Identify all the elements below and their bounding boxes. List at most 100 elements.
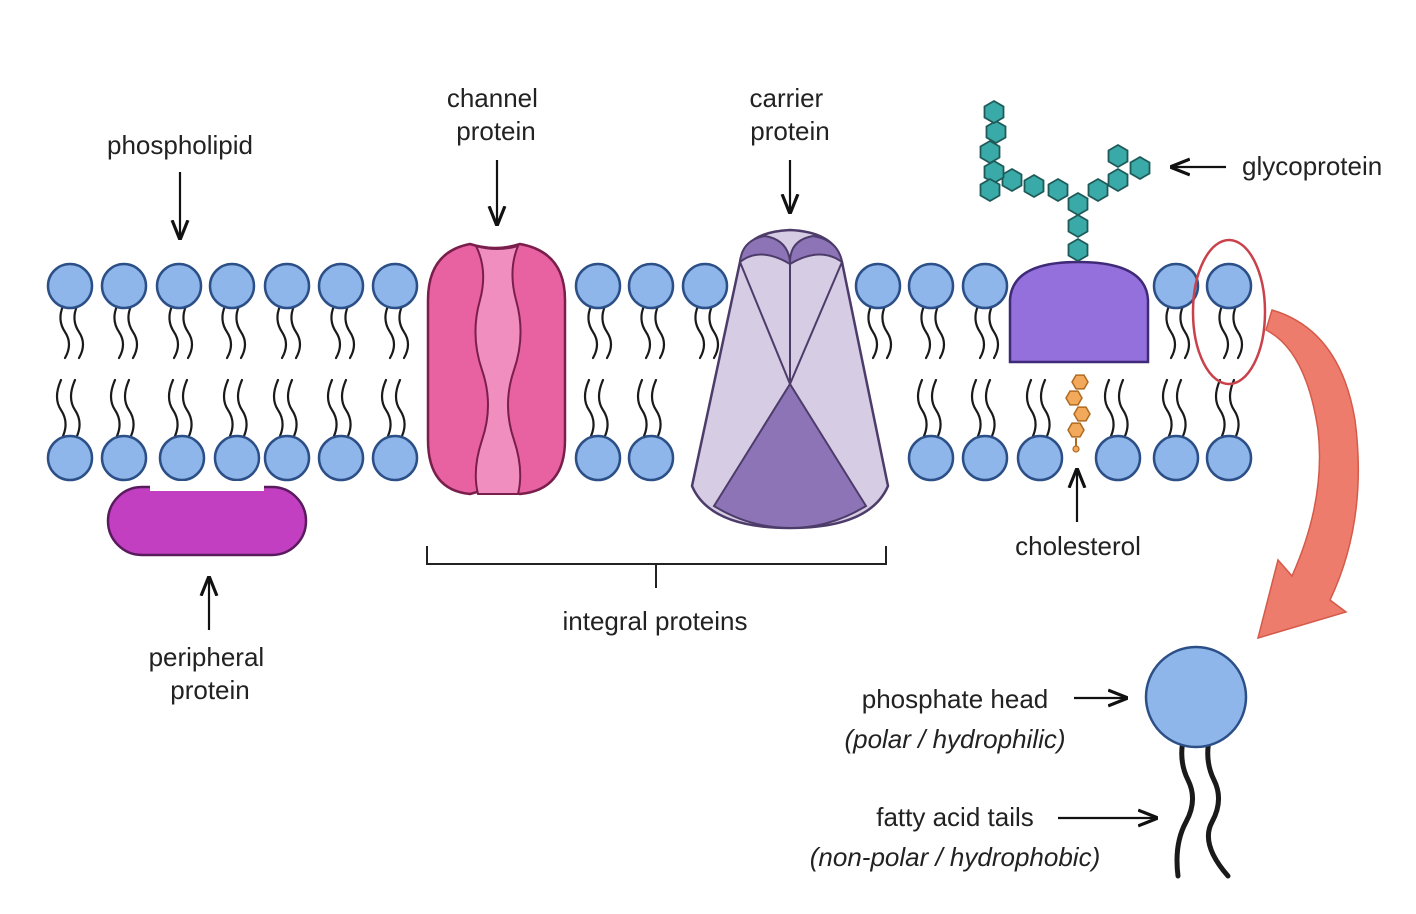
phospholipid-bottom bbox=[1205, 378, 1253, 482]
phospholipid-top bbox=[263, 262, 311, 360]
phospholipid-top bbox=[854, 262, 902, 360]
phosphate-head-icon bbox=[155, 262, 203, 310]
phosphate-head-note: (polar / hydrophilic) bbox=[844, 724, 1065, 754]
carrier-protein bbox=[690, 228, 890, 530]
glycoprotein-sugar-chain bbox=[979, 99, 1151, 263]
bottom-leaflet-phospholipids bbox=[46, 378, 1253, 482]
phospholipid-top bbox=[907, 262, 955, 360]
phosphate-head-icon bbox=[1152, 262, 1200, 310]
phosphate-head-icon bbox=[263, 262, 311, 310]
phospholipid-bottom bbox=[1016, 378, 1064, 482]
integral-proteins-bracket bbox=[426, 546, 887, 588]
phospholipid-top bbox=[208, 262, 256, 360]
phosphate-head-icon bbox=[1152, 434, 1200, 482]
fatty-acid-tails-note: (non-polar / hydrophobic) bbox=[810, 842, 1101, 872]
sugar-hexagon-icon bbox=[979, 177, 1001, 203]
sugar-hexagon-icon bbox=[1107, 143, 1129, 169]
sugar-hexagon-icon bbox=[1087, 177, 1109, 203]
sugar-hexagon-icon bbox=[1067, 191, 1089, 217]
sugar-hexagon-icon bbox=[985, 119, 1007, 145]
phosphate-head-icon bbox=[371, 262, 419, 310]
phospholipid-bottom bbox=[1094, 378, 1142, 482]
phospholipid-top bbox=[100, 262, 148, 360]
phosphate-head-icon bbox=[574, 262, 622, 310]
phosphate-head-icon bbox=[681, 262, 729, 310]
phosphate-head-icon bbox=[1144, 645, 1248, 749]
phosphate-head-icon bbox=[371, 434, 419, 482]
phospholipid-bottom bbox=[371, 378, 419, 482]
phosphate-head-icon bbox=[158, 434, 206, 482]
sugar-hexagon-icon bbox=[983, 99, 1005, 125]
glycoprotein bbox=[979, 99, 1151, 364]
phospholipid-bottom bbox=[574, 378, 622, 482]
sugar-hexagon-icon bbox=[1107, 167, 1129, 193]
fatty-acid-tails-label: fatty acid tails bbox=[876, 802, 1034, 832]
channel-protein-label: channel protein bbox=[447, 83, 545, 146]
phospholipid-bottom bbox=[1152, 378, 1200, 482]
cholesterol-ring-icon bbox=[1071, 374, 1089, 390]
phosphate-head-icon bbox=[1205, 262, 1253, 310]
highlight-circle bbox=[1191, 238, 1267, 386]
cholesterol-ring-icon bbox=[1073, 406, 1091, 422]
phosphate-head-icon bbox=[317, 434, 365, 482]
phospholipid-bottom bbox=[100, 378, 148, 482]
sugar-hexagon-icon bbox=[1067, 213, 1089, 239]
phosphate-head-icon bbox=[1016, 434, 1064, 482]
phosphate-head-icon bbox=[100, 262, 148, 310]
phosphate-head-icon bbox=[213, 434, 261, 482]
white-patch bbox=[150, 481, 264, 491]
highlight-arrow bbox=[1256, 309, 1360, 640]
phosphate-head-icon bbox=[627, 262, 675, 310]
phospholipid-top bbox=[961, 262, 1009, 360]
sugar-hexagon-icon bbox=[979, 139, 1001, 165]
peripheral-protein bbox=[106, 485, 308, 557]
phosphate-head-icon bbox=[46, 434, 94, 482]
phospholipid-top bbox=[627, 262, 675, 360]
phosphate-head-icon bbox=[263, 434, 311, 482]
phospholipid-bottom bbox=[961, 378, 1009, 482]
phosphate-head-icon bbox=[46, 262, 94, 310]
phosphate-head-icon bbox=[961, 434, 1009, 482]
sugar-hexagon-icon bbox=[1067, 237, 1089, 263]
phospholipid-label: phospholipid bbox=[107, 130, 253, 160]
phospholipid-top bbox=[681, 262, 729, 360]
sugar-hexagon-icon bbox=[1023, 173, 1045, 199]
phospholipid-top bbox=[574, 262, 622, 360]
phosphate-head-icon bbox=[317, 262, 365, 310]
enlarged-phospholipid bbox=[1144, 645, 1248, 879]
top-leaflet-phospholipids bbox=[46, 262, 1253, 360]
cholesterol-label: cholesterol bbox=[1015, 531, 1141, 561]
phosphate-head-label: phosphate head bbox=[862, 684, 1049, 714]
phospholipid-top bbox=[1205, 262, 1253, 360]
glycoprotein-label: glycoprotein bbox=[1242, 151, 1382, 181]
carrier-protein-label: carrier protein bbox=[750, 83, 831, 146]
sugar-hexagon-icon bbox=[1129, 155, 1151, 181]
phosphate-head-icon bbox=[854, 262, 902, 310]
channel-protein bbox=[426, 242, 567, 496]
phospholipid-top bbox=[317, 262, 365, 360]
phospholipid-top bbox=[155, 262, 203, 360]
phosphate-head-icon bbox=[627, 434, 675, 482]
phosphate-head-icon bbox=[961, 262, 1009, 310]
phospholipid-bottom bbox=[263, 378, 311, 482]
phosphate-head-icon bbox=[574, 434, 622, 482]
phospholipid-bottom bbox=[317, 378, 365, 482]
sugar-hexagon-icon bbox=[1047, 177, 1069, 203]
cholesterol-molecule bbox=[1065, 374, 1091, 453]
phospholipid-bottom bbox=[907, 378, 955, 482]
phospholipid-bottom bbox=[46, 378, 94, 482]
peripheral-protein-label: peripheral protein bbox=[149, 642, 272, 705]
cholesterol-ring-icon bbox=[1065, 390, 1083, 406]
phosphate-head-icon bbox=[907, 262, 955, 310]
cholesterol-ring-icon bbox=[1067, 422, 1085, 438]
phosphate-head-icon bbox=[1205, 434, 1253, 482]
phospholipid-top bbox=[1152, 262, 1200, 360]
phosphate-head-icon bbox=[208, 262, 256, 310]
phospholipid-bottom bbox=[627, 378, 675, 482]
phospholipid-top bbox=[46, 262, 94, 360]
integral-proteins-label: integral proteins bbox=[563, 606, 748, 636]
phosphate-head-icon bbox=[1094, 434, 1142, 482]
phosphate-head-icon bbox=[100, 434, 148, 482]
phospholipid-top bbox=[371, 262, 419, 360]
